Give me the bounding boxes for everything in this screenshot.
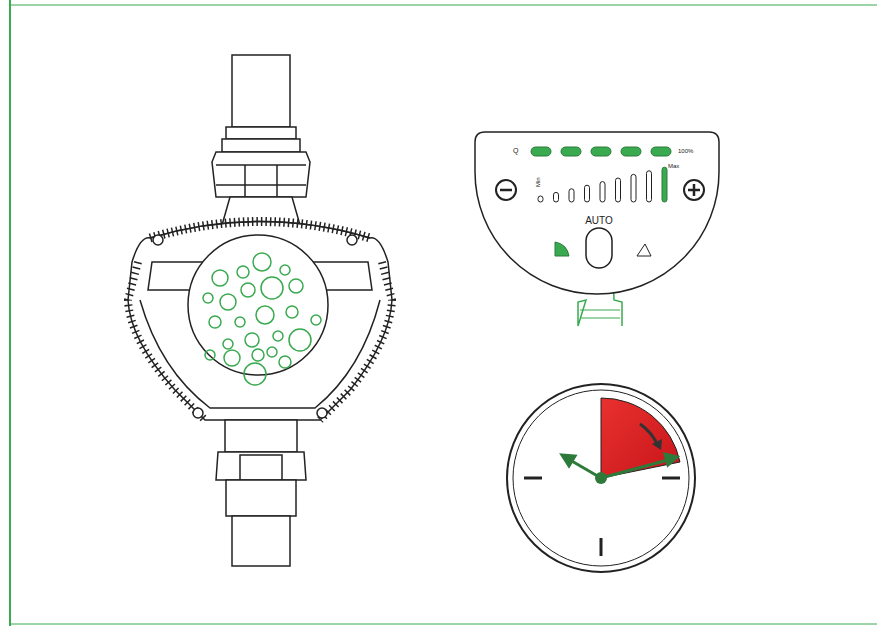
panel-label: 100%: [678, 148, 693, 154]
frame-line: [9, 0, 11, 626]
panel-outline: [473, 130, 721, 296]
bubble: [220, 294, 236, 310]
bubble: [245, 333, 259, 347]
control-panel: Q 100% Min MaxAUTO: [473, 130, 721, 296]
bubble: [237, 266, 249, 278]
panel-label: AUTO: [585, 216, 613, 226]
bubble: [235, 317, 245, 327]
bubble: [311, 315, 321, 325]
clock-hands: [562, 454, 677, 478]
bubble: [205, 350, 215, 360]
bubble: [209, 316, 221, 328]
panel-label: Q: [513, 147, 518, 154]
bubble: [280, 265, 290, 275]
clock-face: [513, 390, 689, 566]
bubble: [253, 253, 271, 271]
bubble: [252, 349, 264, 361]
bubble: [256, 306, 274, 324]
frame-line: [10, 624, 877, 625]
frame-line: [10, 5, 877, 6]
clock-center: [595, 472, 607, 484]
panel-label: Max: [668, 163, 679, 169]
bubble: [244, 363, 266, 385]
bubble: [289, 279, 303, 293]
bubble: [267, 347, 277, 357]
bubble: [223, 339, 233, 349]
bubble: [289, 329, 311, 351]
bubble: [241, 283, 255, 297]
clock-ticks: [524, 478, 680, 556]
bubble: [286, 306, 298, 318]
bubble: [203, 293, 213, 303]
panel-label: Min: [535, 177, 541, 187]
finger-lines: [580, 310, 620, 318]
bubbles: [203, 253, 321, 385]
bubble: [279, 356, 291, 368]
time-sector: [601, 398, 680, 478]
clock-face: [507, 384, 695, 572]
pump-window: [188, 235, 328, 375]
bubble: [212, 270, 228, 286]
bubble: [261, 277, 283, 299]
sector-arrow: [652, 439, 662, 450]
bubble: [273, 331, 283, 341]
bubble: [224, 350, 240, 366]
pump: [128, 55, 392, 566]
